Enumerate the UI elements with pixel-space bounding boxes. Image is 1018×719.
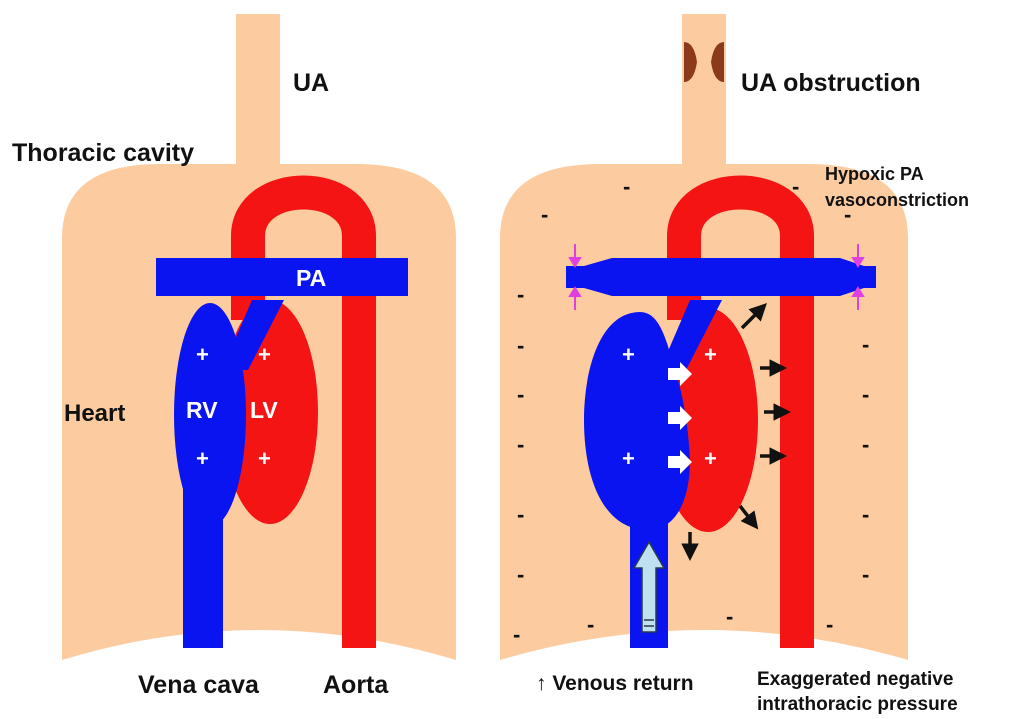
left-upper-airway [236, 14, 280, 184]
negative-sign: - [517, 562, 524, 587]
negative-sign: - [517, 432, 524, 457]
left-pulmonary-artery [156, 258, 408, 296]
left-pa-label: PA [296, 265, 326, 291]
negative-sign: - [517, 502, 524, 527]
negative-sign: - [862, 432, 869, 457]
negative-pressure-label-line2: intrathoracic pressure [757, 694, 958, 715]
negative-pressure-label-line1: Exaggerated negative [757, 669, 953, 690]
venous-return-label: ↑ Venous return [536, 672, 694, 695]
heart-label: Heart [64, 400, 125, 427]
negative-sign: - [587, 612, 594, 637]
negative-sign: - [862, 382, 869, 407]
negative-sign: - [862, 502, 869, 527]
left-positive-sign: + [258, 342, 271, 367]
right-pulmonary-artery-constricted [566, 258, 876, 296]
vena-cava-label: Vena cava [138, 671, 260, 699]
left-positive-sign: + [196, 342, 209, 367]
right-aorta [780, 242, 814, 648]
right-positive-sign: + [622, 446, 635, 471]
left-positive-sign: + [258, 446, 271, 471]
negative-sign: - [541, 202, 548, 227]
left-positive-sign: + [196, 446, 209, 471]
vasoconstriction-label-line1: Hypoxic PA [825, 164, 924, 184]
negative-sign: - [517, 333, 524, 358]
vasoconstriction-label-line2: vasoconstriction [825, 190, 969, 210]
right-positive-sign: + [622, 342, 635, 367]
thoracic-cavity-label: Thoracic cavity [12, 139, 194, 167]
right-positive-sign: + [704, 446, 717, 471]
right-panel: + + + + - - - - - - - - - - - - - - - - … [500, 14, 969, 715]
negative-sign: - [513, 622, 520, 647]
right-upper-airway [682, 14, 726, 184]
ua-obstruction-label: UA obstruction [741, 69, 921, 97]
left-panel: PA RV LV + + + + UA Thoracic cavity Hear… [12, 14, 456, 699]
left-rv-label: RV [186, 397, 218, 423]
left-lv-label: LV [250, 397, 278, 423]
negative-sign: - [517, 382, 524, 407]
negative-sign: - [826, 612, 833, 637]
negative-sign: - [862, 562, 869, 587]
aorta-label: Aorta [323, 671, 389, 699]
negative-sign: - [517, 282, 524, 307]
negative-sign: - [862, 332, 869, 357]
right-positive-sign: + [704, 342, 717, 367]
left-airway-label: UA [293, 69, 329, 97]
negative-sign: - [792, 174, 799, 199]
negative-sign: - [623, 174, 630, 199]
left-aorta [342, 242, 376, 648]
negative-sign: - [726, 604, 733, 629]
